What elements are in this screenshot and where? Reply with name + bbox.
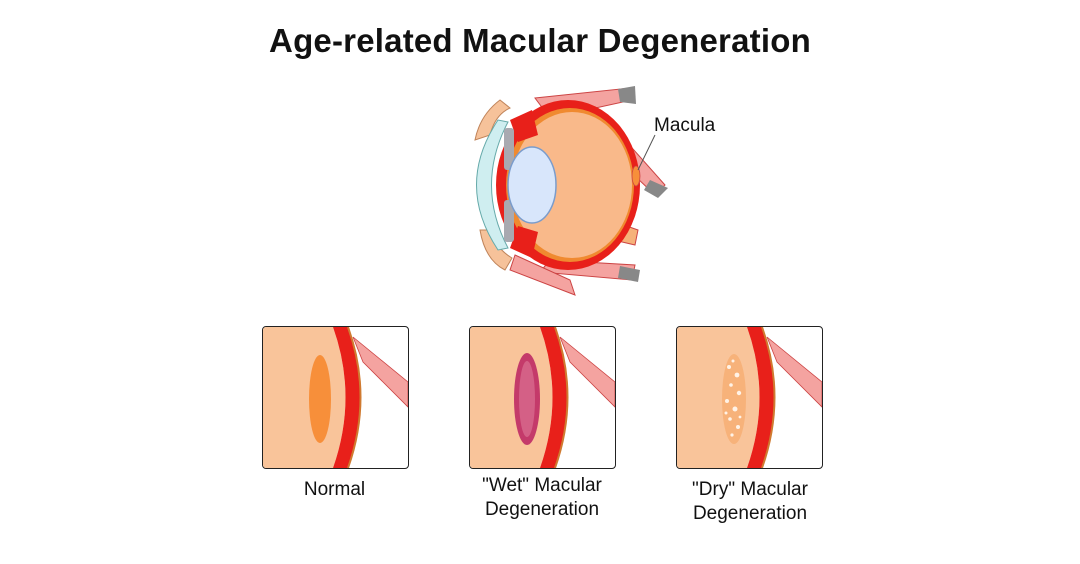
bottom-muscle <box>509 254 576 296</box>
macula-normal <box>309 355 331 443</box>
panel-wet <box>469 326 616 469</box>
iris-upper <box>504 128 514 170</box>
caption-normal: Normal <box>262 478 407 502</box>
caption-normal-line1: Normal <box>303 479 366 500</box>
panel-normal <box>262 326 409 469</box>
caption-wet-line2: Degeneration <box>484 499 600 520</box>
macula-dry <box>722 354 746 444</box>
vitreous-body <box>512 112 632 258</box>
caption-dry: "Dry" Macular Degeneration <box>660 478 840 526</box>
macula-spot <box>631 165 641 187</box>
panel-dry <box>676 326 823 469</box>
page-title: Age-related Macular Degeneration <box>269 22 811 59</box>
iris-lower <box>504 200 514 242</box>
eye-cross-section-diagram <box>474 86 668 296</box>
right-tendon <box>644 180 668 198</box>
drusen-deposits <box>724 359 742 437</box>
caption-dry-line2: Degeneration <box>692 503 808 524</box>
wet-macula-diagram <box>470 327 615 468</box>
lens <box>507 146 557 224</box>
macula-pointer-line <box>637 134 656 171</box>
cornea <box>476 119 509 251</box>
dry-macula-diagram <box>677 327 822 468</box>
ciliary-body-upper <box>510 110 538 142</box>
upper-tendon <box>618 86 636 104</box>
lower-tendon <box>618 266 640 282</box>
caption-wet-line1: "Wet" Macular <box>482 475 602 496</box>
normal-macula-diagram <box>263 327 408 468</box>
caption-wet: "Wet" Macular Degeneration <box>452 474 632 522</box>
ciliary-body-lower <box>510 226 538 258</box>
macula-label: Macula <box>654 115 716 136</box>
caption-dry-line1: "Dry" Macular <box>692 479 808 500</box>
